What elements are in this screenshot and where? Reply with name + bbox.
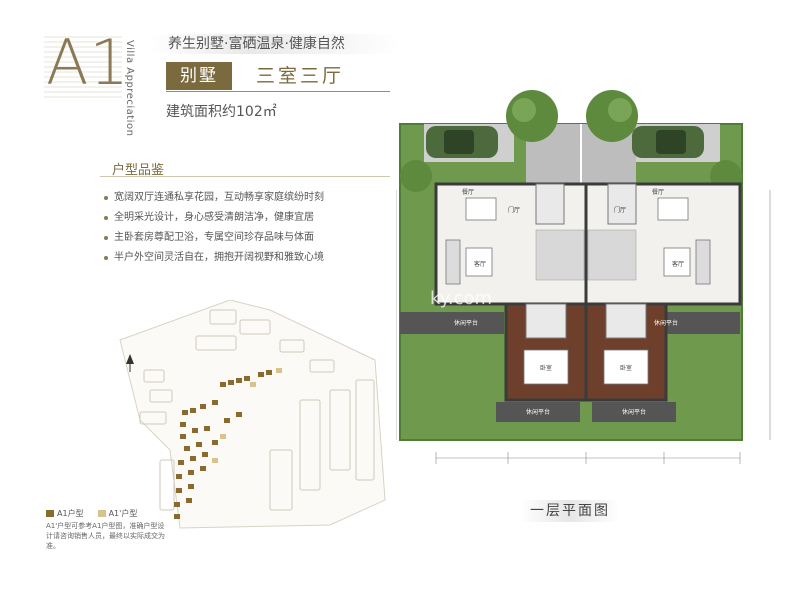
- room-count: 三室三厅: [255, 65, 344, 87]
- floor-area: 建筑面积约102㎡: [166, 104, 277, 120]
- sitemap-note: A1'户型可参考A1户型图，准确户型设计请咨询销售人员，最终以实际成交为准。: [46, 522, 165, 550]
- watermark: ky.com: [430, 288, 493, 309]
- tree-icon: [586, 90, 638, 142]
- room-label: 休闲平台: [654, 319, 678, 327]
- plan-title: 一层平面图: [520, 500, 620, 522]
- feature-item: 半户外空间灵活自在，拥抱开阔视野和雅致心境: [104, 248, 404, 268]
- site-map: [119, 300, 386, 529]
- features-divider: [100, 176, 390, 177]
- room-label: 门厅: [508, 206, 520, 214]
- tree-icon: [506, 90, 558, 142]
- slogan: 养生别墅·富硒温泉·健康自然: [150, 34, 400, 54]
- feature-item: 主卧套房尊配卫浴，专属空间珍存品味与体面: [104, 228, 404, 248]
- room-label: 门厅: [614, 206, 626, 214]
- divider: [166, 91, 390, 92]
- room-label: 客厅: [474, 260, 486, 268]
- north-arrow-icon: [126, 354, 134, 372]
- features-list: 宽阔双厅连通私享花园，互动畅享家庭缤纷时刻 全明采光设计，身心感受清朗洁净，健康…: [104, 188, 404, 268]
- room-label: 客厅: [672, 260, 684, 268]
- room-label: 餐厅: [652, 188, 664, 196]
- sitemap-legend: A1户型 A1'户型: [46, 508, 137, 519]
- room-label: 休闲平台: [454, 319, 478, 327]
- type-badge: 别墅: [166, 62, 232, 90]
- floor-plan: 餐厅 餐厅 门厅 门厅 客厅 客厅 卧室 卧室 休闲平台 休闲平台 休闲平台 休…: [396, 90, 771, 464]
- room-label: 休闲平台: [526, 408, 550, 416]
- unit-code: A1: [46, 26, 130, 99]
- room-label: 休闲平台: [622, 408, 646, 416]
- feature-item: 宽阔双厅连通私享花园，互动畅享家庭缤纷时刻: [104, 188, 404, 208]
- car-icon: [632, 126, 704, 158]
- room-label: 卧室: [540, 364, 552, 372]
- title-background: [44, 34, 122, 98]
- tree-icon: [400, 160, 432, 192]
- vertical-caption: Villa Appreciation: [124, 40, 135, 137]
- feature-item: 全明采光设计，身心感受清朗洁净，健康宜居: [104, 208, 404, 228]
- features-title: 户型品鉴: [112, 163, 165, 178]
- car-icon: [426, 126, 498, 158]
- room-label: 卧室: [620, 364, 632, 372]
- legend-a1-prime: A1'户型: [97, 508, 137, 519]
- legend-a1: A1户型: [46, 508, 84, 519]
- room-label: 餐厅: [462, 188, 474, 196]
